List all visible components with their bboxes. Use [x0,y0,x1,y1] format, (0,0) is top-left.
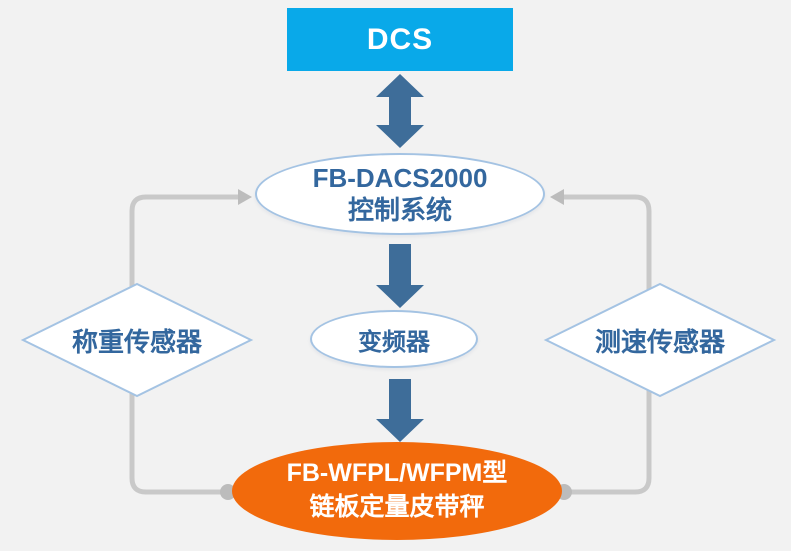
node-control-system: FB-DACS2000 控制系统 [255,153,545,235]
node-speed-sensor-diamond [543,282,777,398]
node-control-system-line2: 控制系统 [347,195,452,225]
inverter-beltscale-down-arrow-icon [376,379,424,442]
node-belt-scale-line2: 链板定量皮带秤 [309,493,485,521]
node-dcs: DCS [287,8,513,71]
node-inverter: 变频器 [310,310,478,368]
right-connector-arrowhead-icon [550,189,564,205]
node-weighing-sensor-diamond [20,282,254,398]
node-weighing-sensor-label: 称重传感器 [71,326,202,357]
node-control-system-line1: FB-DACS2000 [312,162,488,193]
node-belt-scale-line1: FB-WFPL/WFPM型 [286,459,508,488]
left-connector-arrowhead-icon [238,189,252,205]
dcs-control-double-arrow-icon [376,74,424,148]
control-inverter-down-arrow-icon [376,244,424,308]
node-dcs-label: DCS [366,22,434,56]
node-belt-scale: FB-WFPL/WFPM型 链板定量皮带秤 [232,442,562,540]
node-speed-sensor-label: 测速传感器 [594,326,725,357]
node-inverter-label: 变频器 [358,328,430,356]
